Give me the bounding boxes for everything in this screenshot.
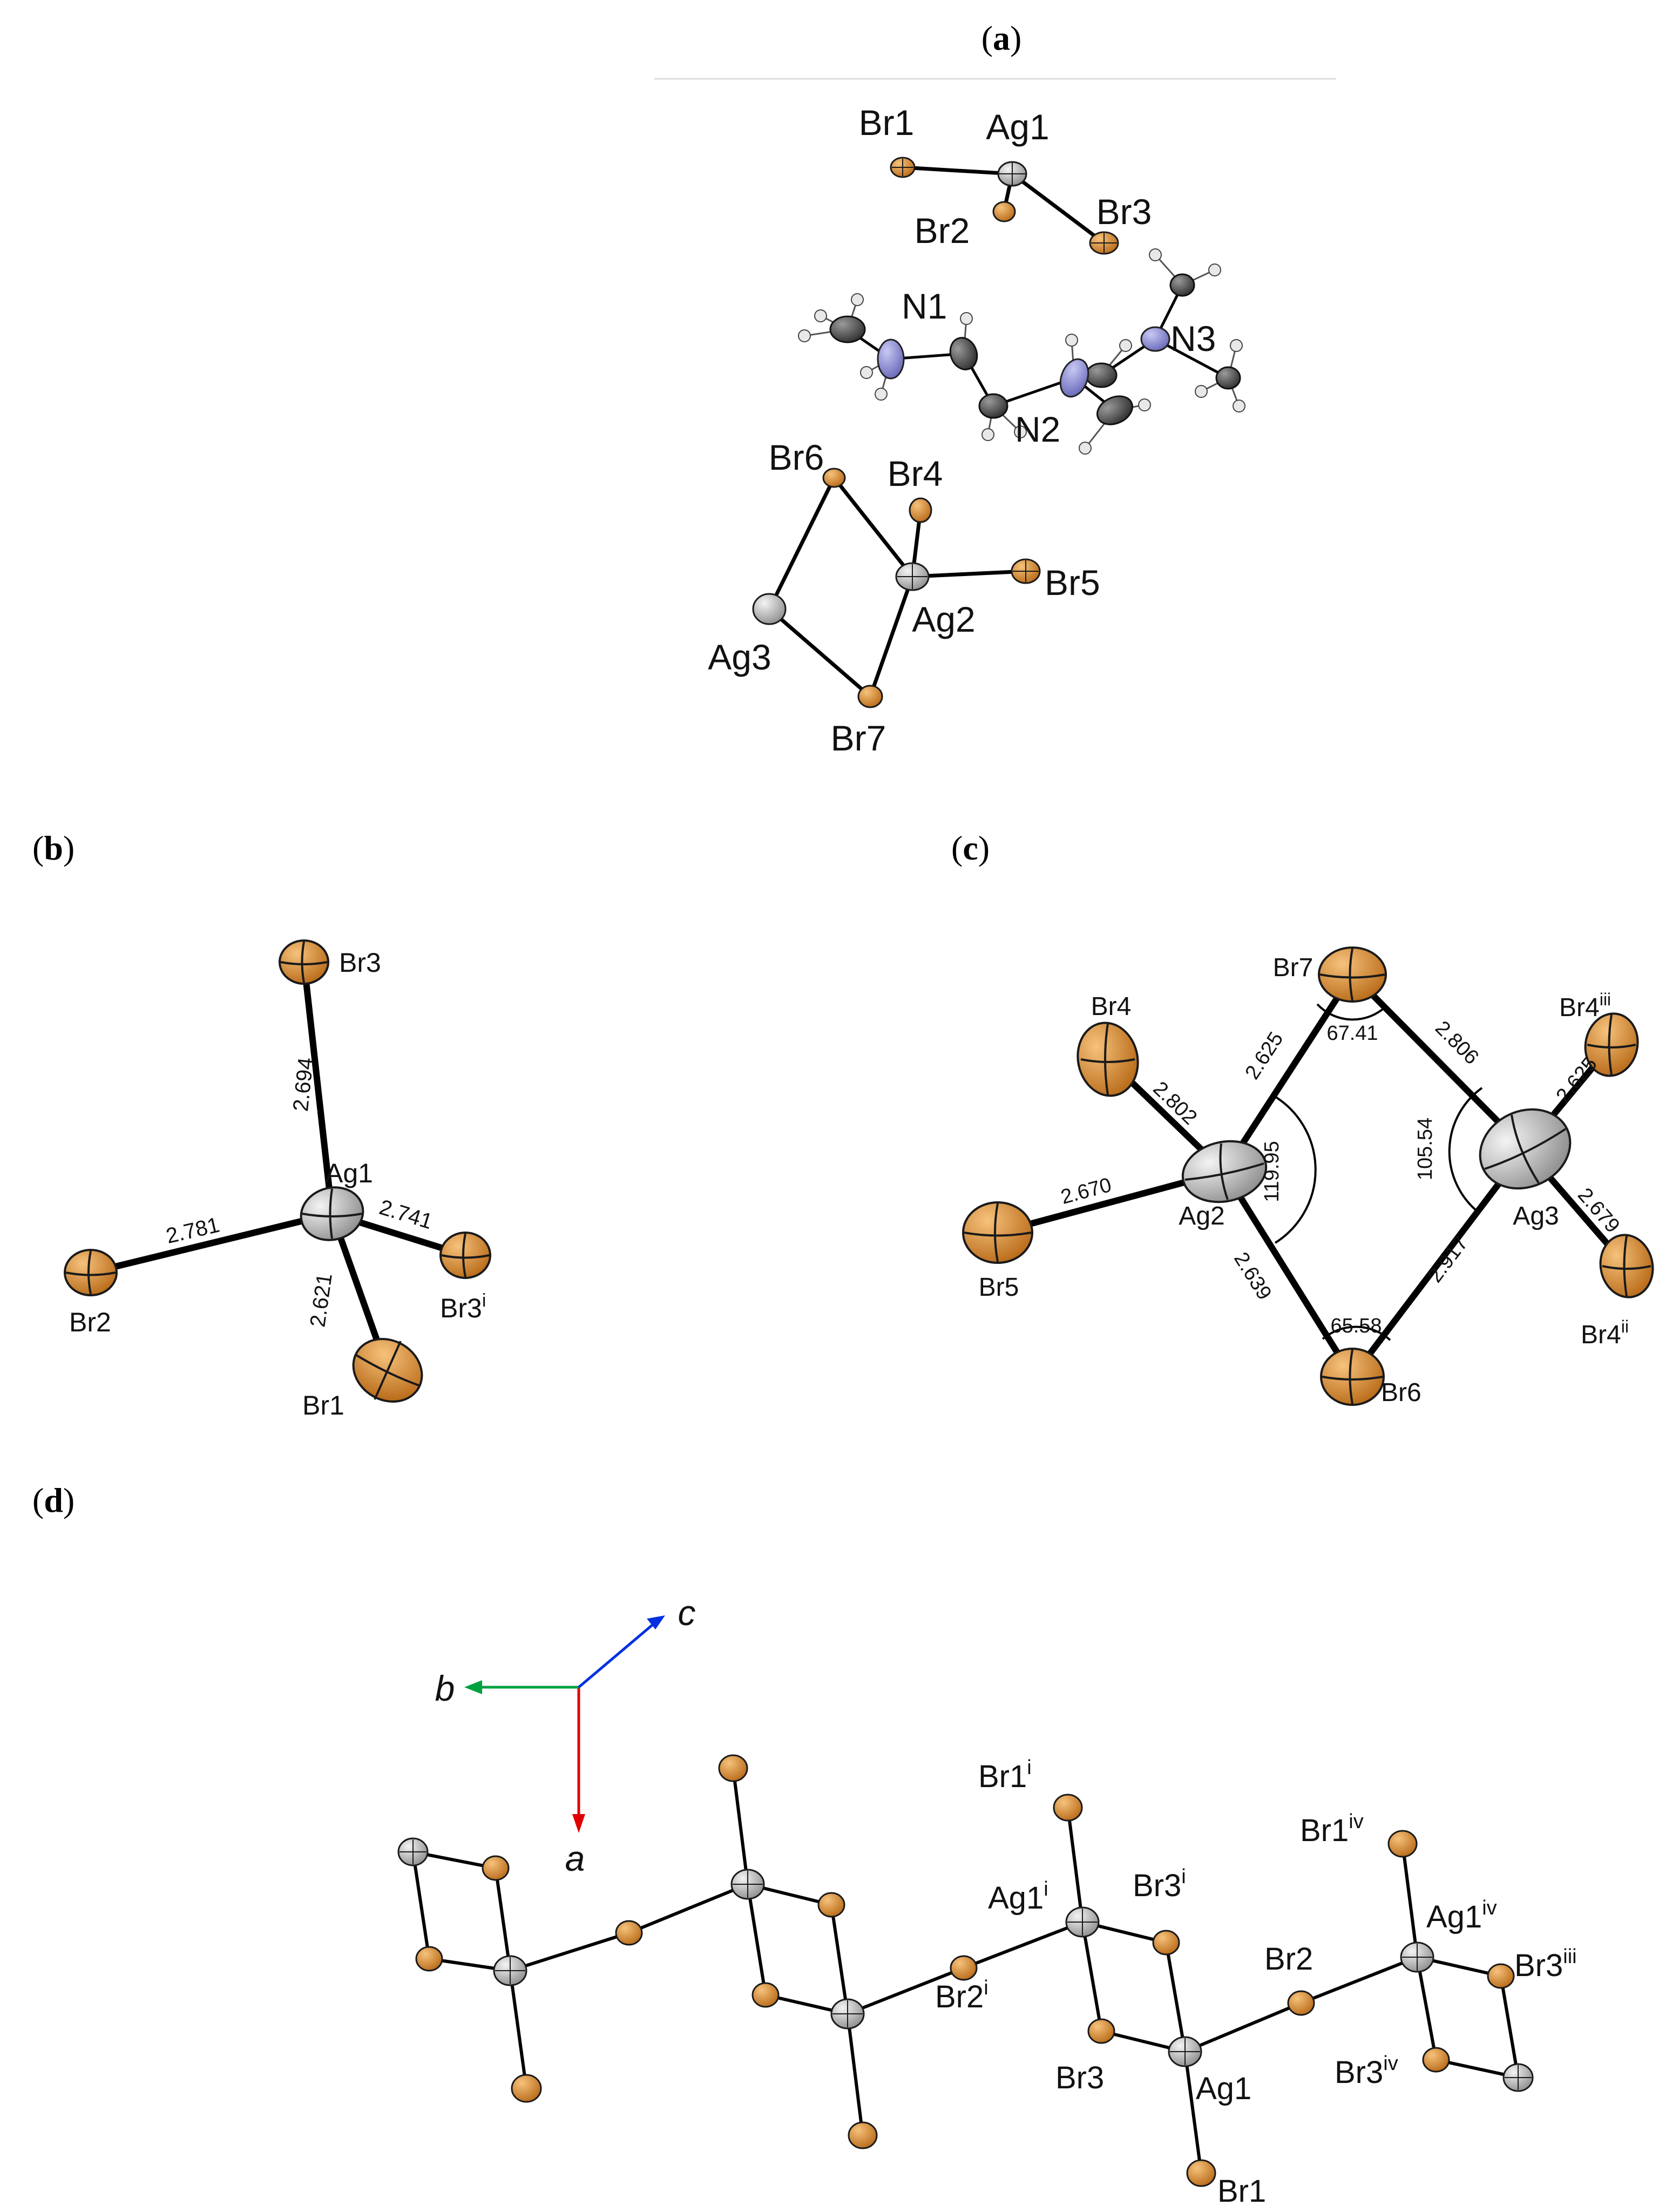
label-br6: Br6 (769, 437, 824, 477)
label-br2: Br2 (69, 1307, 111, 1337)
angle-ag3: 105.54 (1414, 1118, 1437, 1180)
svg-text:(b): (b) (32, 829, 75, 867)
atom-br4 (1077, 1022, 1139, 1097)
label-br6: Br6 (1381, 1378, 1421, 1407)
axis-c-arrow (578, 1624, 653, 1688)
panel-d-crosshairs (400, 1839, 1532, 2090)
panel-c-label: (c) (951, 829, 990, 867)
label-br4: Br4 (1091, 992, 1132, 1021)
label-ag3: Ag3 (1513, 1202, 1559, 1230)
label-n2: N2 (1015, 409, 1060, 449)
axis-triad: a b c (435, 1593, 696, 1878)
panel-b: Br3 Ag1 Br2 Br1 Br3i 2.694 2.781 2.741 2… (64, 939, 491, 1420)
axis-a-label: a (565, 1838, 585, 1878)
dist-ag2-br7: 2.625 (1241, 1028, 1288, 1084)
label-ag1: Ag1 (325, 1158, 373, 1188)
label-br1i: Br1i (978, 1756, 1032, 1794)
atom-br4iii (1584, 1012, 1639, 1077)
panel-b-labels: Br3 Ag1 Br2 Br1 Br3i (69, 948, 486, 1420)
atom-br5 (962, 1201, 1033, 1264)
angle-br6: 65.58 (1330, 1315, 1382, 1337)
label-br1: Br1 (859, 103, 915, 143)
label-br3: Br3 (339, 948, 381, 978)
label-ag1iv: Ag1iv (1426, 1897, 1497, 1934)
panel-d-labels: Br1i Ag1i Br3i Br2i Br3 Ag1 Br1 Br2 Br1i… (935, 1756, 1577, 2209)
panel-c-angle-arcs (1273, 1003, 1483, 1341)
atom-br6 (1320, 1348, 1385, 1406)
atom-ag3 (1479, 1108, 1572, 1190)
label-br1iv: Br1iv (1300, 1810, 1364, 1848)
label-br3i: Br3i (1133, 1865, 1186, 1903)
dist-ag1-br3: 2.694 (289, 1057, 318, 1113)
angle-br7: 67.41 (1326, 1022, 1378, 1045)
label-br3: Br3 (1096, 192, 1152, 232)
label-br3: Br3 (1055, 2060, 1104, 2095)
svg-text:(d): (d) (32, 1481, 75, 1519)
svg-text:(a): (a) (981, 19, 1022, 57)
label-n3: N3 (1170, 319, 1216, 358)
label-br7: Br7 (1273, 953, 1314, 982)
label-br1: Br1 (302, 1390, 344, 1420)
panel-c-angles: 67.41 65.58 119.95 105.54 (1261, 1022, 1437, 1337)
label-br5: Br5 (1045, 563, 1100, 603)
hydrogen-atoms (798, 248, 1245, 455)
panel-d: a b c (397, 1593, 1577, 2209)
label-br3iii: Br3iii (1514, 1945, 1577, 1983)
panel-a-bonds (767, 165, 1240, 699)
panel-b-distances: 2.694 2.781 2.741 2.621 (164, 1057, 435, 1329)
label-br3iv: Br3iv (1335, 2052, 1398, 2090)
panel-d-atoms (397, 1754, 1534, 2187)
nitrogen-atoms (877, 326, 1170, 398)
label-br1: Br1 (1217, 2174, 1266, 2209)
label-br5: Br5 (979, 1273, 1019, 1302)
panel-a-crosshairs (892, 159, 1117, 589)
dist-ag3-br6: 2.917 (1424, 1232, 1473, 1287)
label-br4iii: Br4iii (1559, 990, 1611, 1022)
label-br2: Br2 (915, 211, 970, 251)
label-br2: Br2 (1264, 1942, 1313, 1977)
panel-d-bromine-atoms (415, 1754, 1515, 2187)
panel-a: Br1 Ag1 Br2 Br3 N1 N2 N3 Br6 Br4 Br5 Ag2… (708, 103, 1245, 758)
panel-c-labels: Br4 Br7 Br5 Ag2 Ag3 Br6 Br4iii Br4ii (979, 953, 1629, 1407)
panel-a-label: (a) (981, 19, 1022, 57)
angle-ag2: 119.95 (1261, 1141, 1283, 1202)
axis-c-label: c (678, 1593, 696, 1633)
panel-c: Br4 Br7 Br5 Ag2 Ag3 Br6 Br4iii Br4ii 2.8… (962, 946, 1654, 1407)
svg-text:(c): (c) (951, 829, 990, 867)
axis-b-label: b (435, 1668, 455, 1708)
label-br4: Br4 (888, 454, 943, 493)
dist-ag1-br1: 2.621 (306, 1272, 337, 1329)
label-ag3: Ag3 (708, 637, 771, 677)
panel-c-atoms (962, 946, 1654, 1406)
label-ag2: Ag2 (912, 599, 975, 639)
atom-br3i (439, 1232, 491, 1279)
atom-br2 (64, 1249, 118, 1296)
panel-b-atoms (64, 939, 491, 1403)
label-br2i: Br2i (935, 1977, 989, 2014)
panel-d-label: (d) (32, 1481, 75, 1519)
atom-ag1 (300, 1186, 364, 1241)
label-ag1: Ag1 (1196, 2071, 1251, 2106)
carbon-atoms (829, 273, 1241, 425)
label-br3i: Br3i (440, 1290, 486, 1323)
label-n1: N1 (902, 286, 947, 326)
label-br4ii: Br4ii (1581, 1317, 1629, 1349)
panel-b-bonds (87, 959, 469, 1374)
atom-br4ii (1599, 1234, 1654, 1298)
atom-ag2 (1181, 1140, 1268, 1203)
label-br7: Br7 (831, 718, 886, 758)
panel-a-atoms (752, 157, 1245, 708)
dist-ag2-br6: 2.639 (1229, 1248, 1276, 1304)
panel-a-labels: Br1 Ag1 Br2 Br3 N1 N2 N3 Br6 Br4 Br5 Ag2… (708, 103, 1216, 758)
panel-b-label: (b) (32, 829, 75, 867)
atom-br3 (279, 939, 329, 985)
label-ag1: Ag1 (986, 107, 1049, 147)
atom-br7 (1318, 946, 1387, 1003)
label-ag1i: Ag1i (988, 1878, 1048, 1916)
label-ag2: Ag2 (1179, 1202, 1224, 1230)
